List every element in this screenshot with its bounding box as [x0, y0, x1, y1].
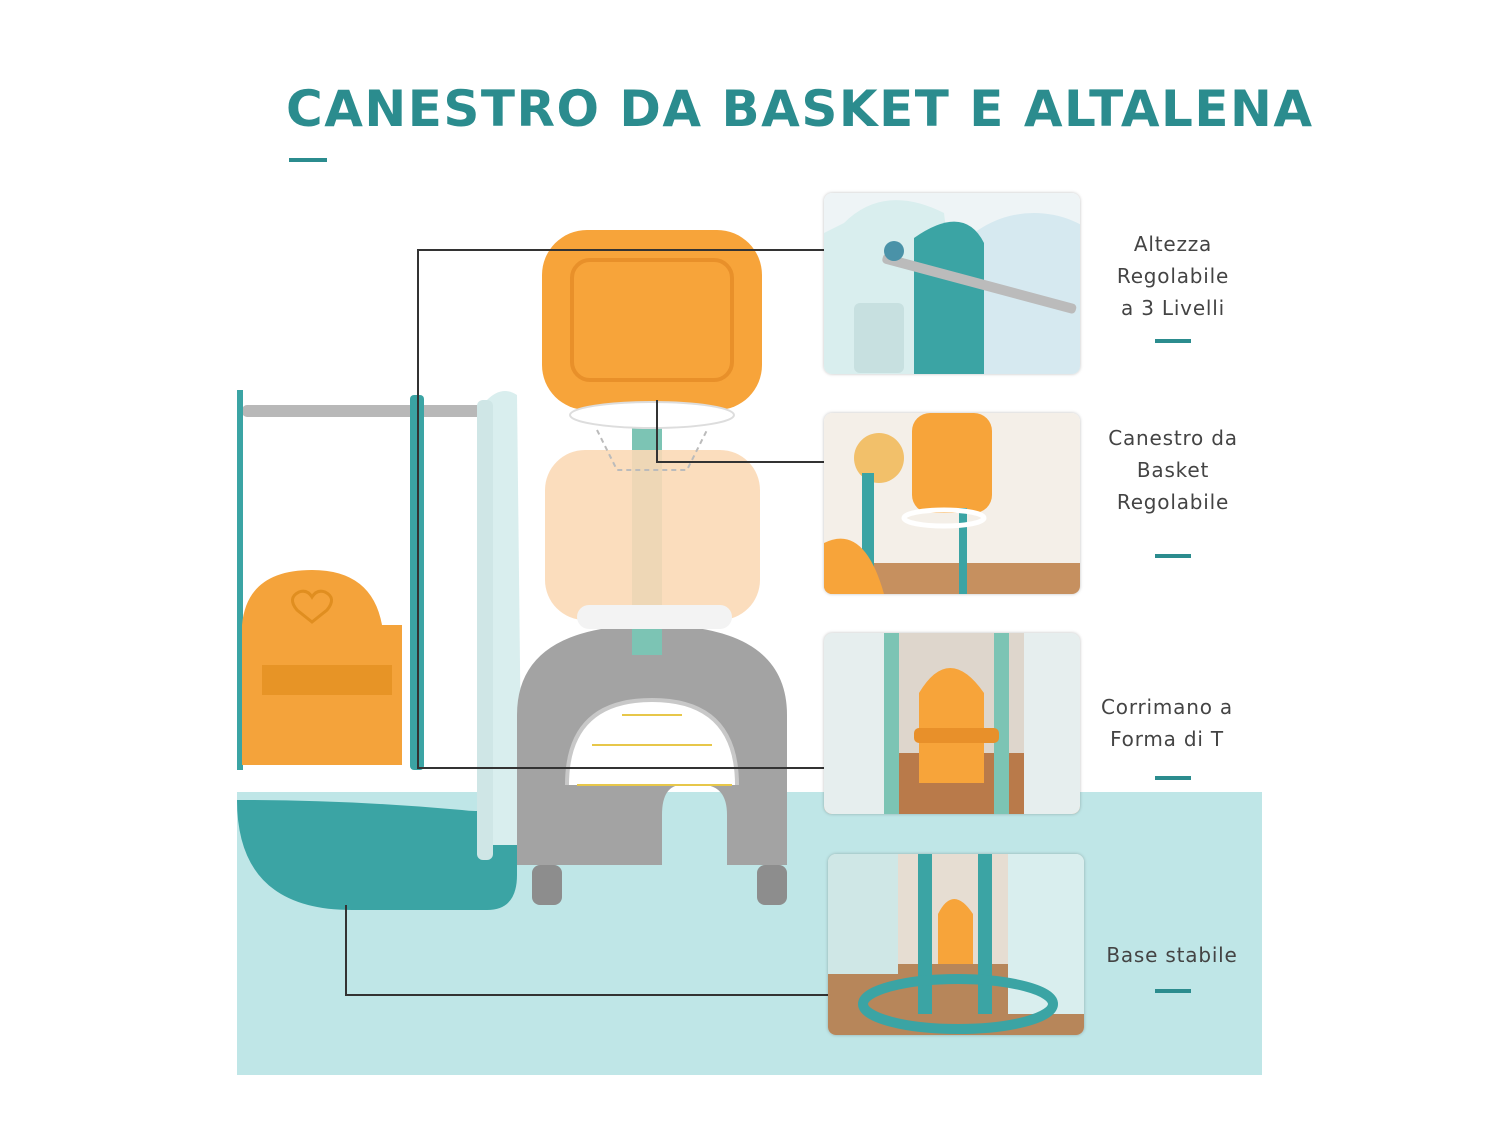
swing-basket-set-illustration	[237, 230, 787, 910]
feature-dash-hoop	[1155, 554, 1191, 558]
stable-base-photo	[828, 854, 1084, 1035]
backboard	[542, 230, 762, 410]
title-underline	[289, 158, 327, 162]
feature-dash-base	[1155, 989, 1191, 993]
feature-label-height: Altezza Regolabile a 3 Livelli	[1116, 232, 1230, 320]
callout-line-handrail	[417, 767, 825, 769]
callout-line-base-h	[345, 994, 828, 996]
page-title: CANESTRO DA BASKET E ALTALENA	[286, 80, 1314, 138]
feature-dash-height	[1155, 339, 1191, 343]
feature-label-handrail: Corrimano a Forma di T	[1101, 695, 1233, 751]
t-handrail-photo	[824, 633, 1080, 814]
side-panel	[487, 391, 522, 845]
feature-label-base: Base stabile	[1106, 943, 1238, 967]
callout-line-height-h	[418, 249, 824, 251]
backboard-lower-ghost	[545, 450, 760, 620]
callout-line-hoop-v	[656, 400, 658, 462]
feature-label-hoop: Canestro da Basket Regolabile	[1108, 426, 1238, 514]
hoop-rim	[569, 401, 735, 429]
base-ring	[237, 795, 517, 910]
basket-hoop-photo	[824, 413, 1080, 594]
callout-line-hoop-h	[656, 461, 824, 463]
feature-dash-handrail	[1155, 776, 1191, 780]
callout-line-base-v	[345, 905, 347, 995]
height-adjust-photo	[824, 193, 1080, 374]
callout-line-height-v	[417, 249, 419, 768]
hoop-net	[596, 429, 708, 471]
top-bar	[242, 405, 507, 417]
